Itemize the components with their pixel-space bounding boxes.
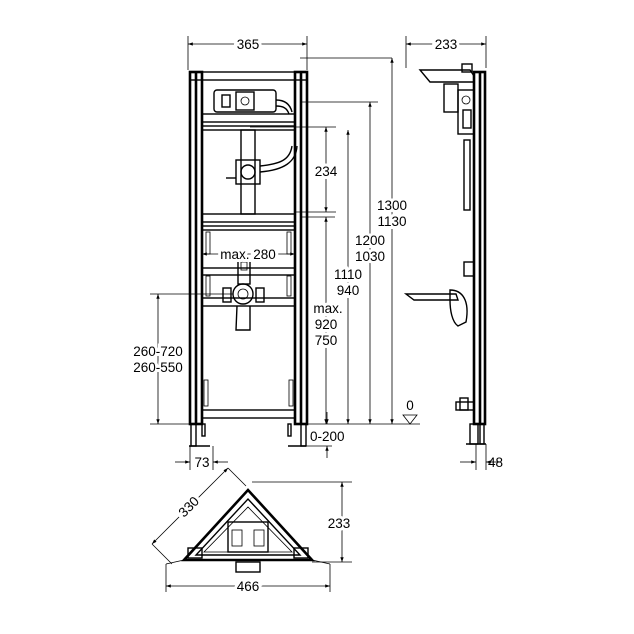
dim-1300-label: 1300 [377,198,407,213]
front-view: 365 [130,34,420,470]
width-365-label: 365 [237,37,260,52]
water-inlet-fitting [213,89,293,115]
dim-1130-label: 1130 [377,214,406,229]
dim-max-label: max. [313,301,342,316]
dim-940-label: 940 [337,283,360,298]
dim-1110-label: 1110 [334,267,362,282]
dim-73-label: 73 [194,455,209,470]
dim-260-550-label: 260-550 [133,360,183,375]
plan-depth-233-label: 233 [328,516,351,531]
dim-0-200-label: 0-200 [310,429,345,444]
side-view: 233 48 [403,34,503,470]
dim-234-label: 234 [315,164,338,179]
max-280-label: max. 280 [220,247,276,262]
floor-level-label: 0 [406,398,414,413]
plan-view: 330 233 466 [151,467,353,597]
foot-depth-48-label: 48 [488,455,503,470]
dim-920-label: 920 [315,317,338,332]
dim-260-720-label: 260-720 [133,344,183,359]
dim-1030-label: 1030 [355,249,385,264]
flush-valve [226,129,298,215]
side-depth-233-label: 233 [435,37,458,52]
plan-width-466-label: 466 [237,579,260,594]
dim-1200-label: 1200 [355,233,385,248]
dim-750-label: 750 [315,333,338,348]
